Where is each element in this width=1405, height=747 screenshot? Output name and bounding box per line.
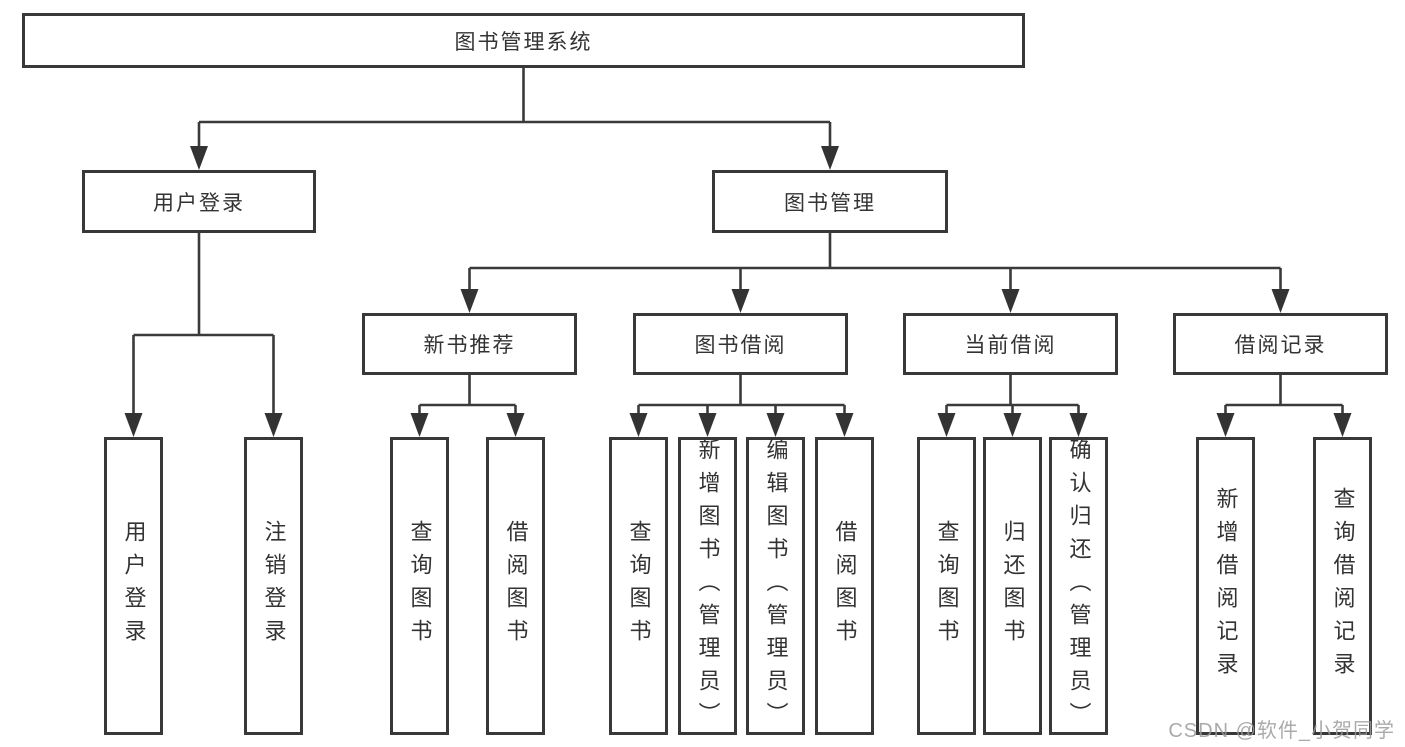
node-book-borrow: 图书借阅 — [633, 313, 848, 375]
node-book-management: 图书管理 — [712, 170, 948, 233]
leaf-return-books: 归还图书 — [983, 437, 1042, 735]
node-user-login: 用户登录 — [82, 170, 316, 233]
node-label: 编辑图书（管理员） — [763, 437, 789, 735]
leaf-query-books-borrow: 查询图书 — [609, 437, 668, 735]
leaf-logout: 注销登录 — [244, 437, 303, 735]
leaf-user-login: 用户登录 — [104, 437, 163, 735]
node-label: 查询借阅记录 — [1330, 487, 1356, 685]
node-current-borrow: 当前借阅 — [903, 313, 1118, 375]
node-label: 图书借阅 — [694, 334, 787, 357]
node-label: 图书管理 — [784, 191, 876, 215]
node-label: 新增图书（管理员） — [695, 437, 721, 735]
node-label: 注销登录 — [261, 520, 287, 652]
leaf-query-books-recommend: 查询图书 — [390, 437, 449, 735]
leaf-confirm-return-admin: 确认归还（管理员） — [1049, 437, 1108, 735]
node-label: 用户登录 — [153, 191, 245, 215]
leaf-query-borrow-record: 查询借阅记录 — [1313, 437, 1372, 735]
node-label: 归还图书 — [1000, 520, 1026, 652]
leaf-add-books-admin: 新增图书（管理员） — [678, 437, 737, 735]
node-label: 当前借阅 — [964, 334, 1057, 357]
node-label: 借阅图书 — [832, 520, 858, 652]
leaf-borrow-books: 借阅图书 — [815, 437, 874, 735]
node-label: 借阅记录 — [1234, 334, 1327, 357]
node-label: 新增借阅记录 — [1213, 487, 1239, 685]
node-label: 用户登录 — [121, 520, 147, 652]
node-label: 查询图书 — [626, 520, 652, 652]
leaf-borrow-books-recommend: 借阅图书 — [486, 437, 545, 735]
node-borrow-records: 借阅记录 — [1173, 313, 1388, 375]
leaf-edit-books-admin: 编辑图书（管理员） — [746, 437, 805, 735]
leaf-add-borrow-record: 新增借阅记录 — [1196, 437, 1255, 735]
node-label: 查询图书 — [934, 520, 960, 652]
node-label: 查询图书 — [407, 520, 433, 652]
node-new-book-recommend: 新书推荐 — [362, 313, 577, 375]
node-root-system: 图书管理系统 — [22, 13, 1025, 68]
node-label: 确认归还（管理员） — [1066, 437, 1092, 735]
node-label: 新书推荐 — [423, 334, 516, 357]
leaf-query-books-current: 查询图书 — [917, 437, 976, 735]
node-label: 图书管理系统 — [454, 30, 593, 54]
node-label: 借阅图书 — [503, 520, 529, 652]
